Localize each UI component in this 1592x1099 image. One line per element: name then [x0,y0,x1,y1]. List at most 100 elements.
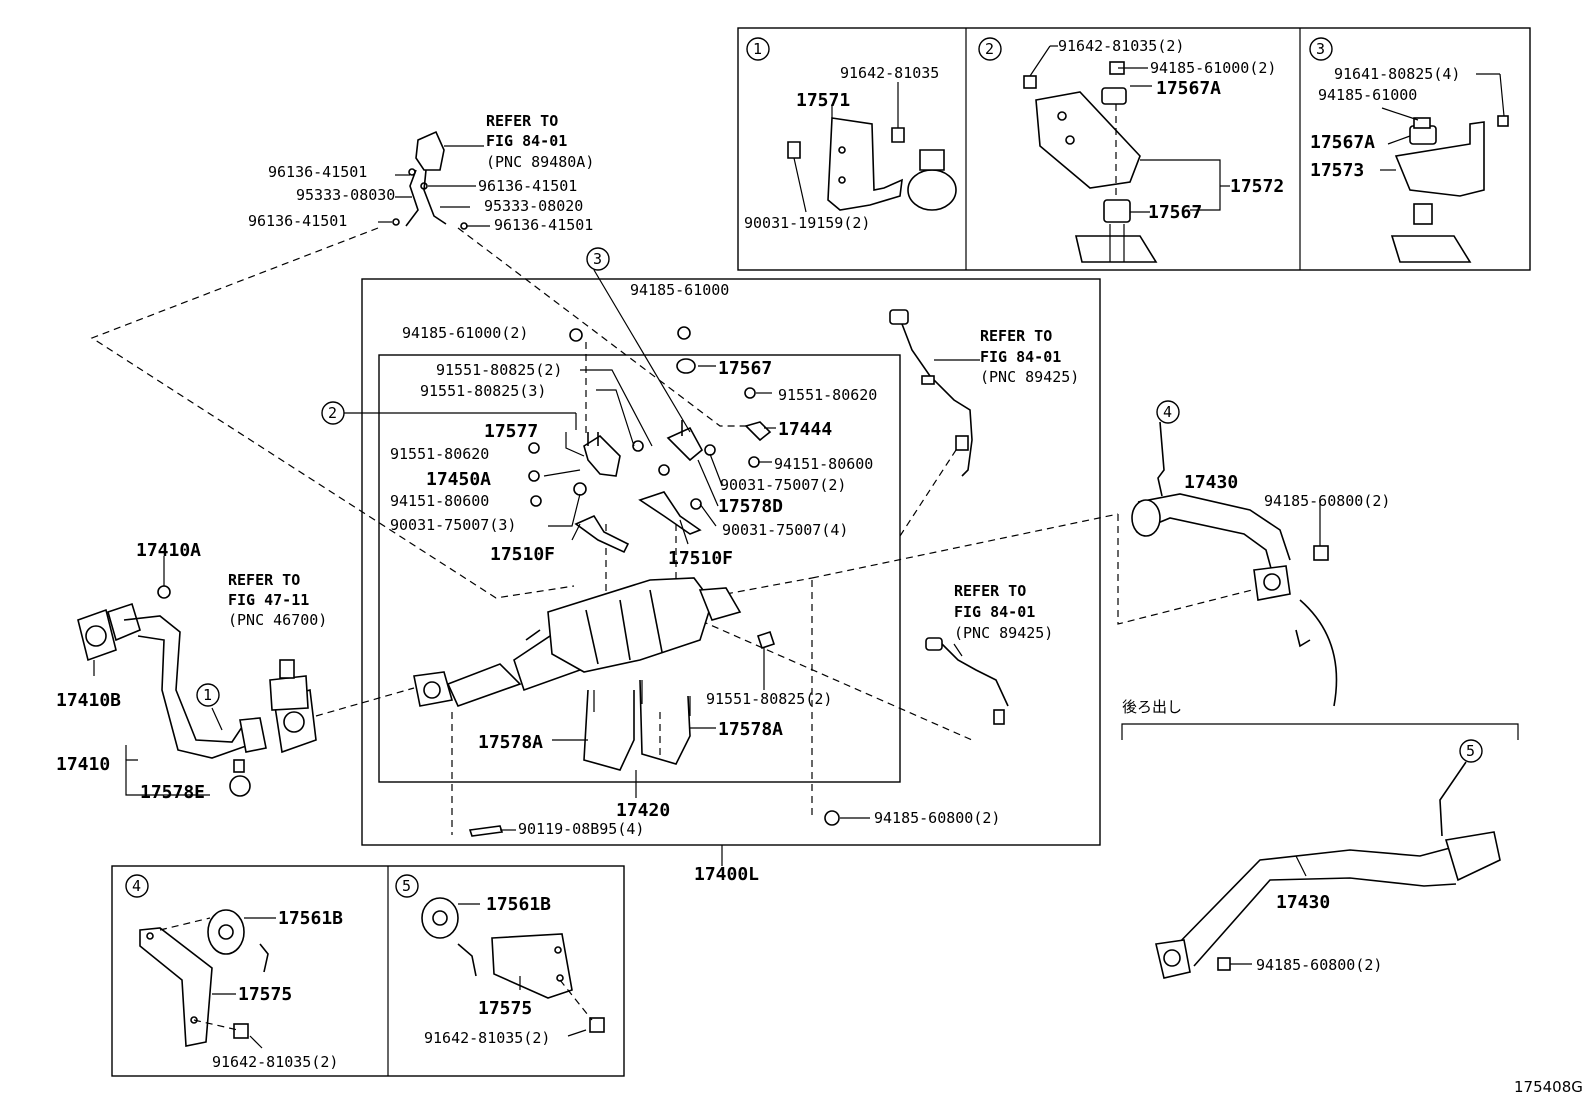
svg-text:5: 5 [402,877,411,895]
label-90031-75007-2: 90031-75007(2) [720,476,846,494]
callout-5-main: 5 [1459,739,1483,763]
label-90031-75007-3: 90031-75007(3) [390,516,516,534]
label-17420: 17420 [616,800,670,821]
part-labels: 91642-81035 17571 90031-19159(2) 91642-8… [56,37,1583,1096]
tail-pipe-17430-top [1131,421,1338,707]
refer-fig-84-01-a-2: FIG 84-01 [486,132,567,150]
refer-fig-47-11-1: REFER TO [228,571,300,589]
label-17510F-right: 17510F [668,548,733,569]
label-91551-80620-right: 91551-80620 [778,386,877,404]
refer-fig-84-01-c-1: REFER TO [954,582,1026,600]
label-17575-inset4: 17575 [238,984,292,1005]
label-91642-81035-inset5: 91642-81035(2) [424,1029,550,1047]
callout-1-inset: 1 [746,37,770,61]
svg-text:3: 3 [1316,40,1325,58]
label-17410A: 17410A [136,540,201,561]
label-17575-inset5: 17575 [478,998,532,1019]
inset-1-parts [787,82,957,213]
label-17567-inset2: 17567 [1148,202,1202,223]
refer-fig-84-01-c-3: (PNC 89425) [954,624,1053,642]
label-95333-08030: 95333-08030 [296,186,395,204]
label-rear-exit: 後ろ出し [1122,698,1182,716]
callout-2-inset: 2 [978,37,1002,61]
callout-5-inset: 5 [395,874,419,898]
label-91642-81035-inset4: 91642-81035(2) [212,1053,338,1071]
label-90119-08B95: 90119-08B95(4) [518,820,644,838]
refer-fig-84-01-a-1: REFER TO [486,112,558,130]
callout-4-main: 4 [1156,400,1180,424]
oxygen-sensor-upper [889,309,980,477]
label-90031-19159: 90031-19159(2) [744,214,870,232]
label-17567A-inset2: 17567A [1156,78,1221,99]
refer-fig-47-11-2: FIG 47-11 [228,591,309,609]
callout-circles: 1 2 3 4 5 3 2 1 4 5 [125,37,1483,898]
svg-text:5: 5 [1466,742,1475,760]
refer-fig-47-11-3: (PNC 46700) [228,611,327,629]
refer-fig-84-01-c-2: FIG 84-01 [954,603,1035,621]
label-17400L: 17400L [694,864,759,885]
svg-text:2: 2 [985,40,994,58]
label-17561B-inset4: 17561B [278,908,343,929]
inset-5-parts [421,897,605,1037]
label-91551-80825-2: 91551-80825(2) [436,361,562,379]
label-17577: 17577 [484,421,538,442]
label-94151-80600-right: 94151-80600 [774,455,873,473]
inset-3-parts [1380,73,1509,263]
inset-4-parts [139,909,276,1049]
refer-fig-84-01-a-3: (PNC 89480A) [486,153,594,171]
refer-fig-84-01-b-2: FIG 84-01 [980,348,1061,366]
assembly-frame-17400L [361,278,1101,846]
callout-3-main: 3 [586,247,610,271]
label-91641-80825: 91641-80825(4) [1334,65,1460,83]
label-91551-80825-2b: 91551-80825(2) [706,690,832,708]
refer-fig-84-01-b-3: (PNC 89425) [980,368,1079,386]
label-94185-61000-inset3: 94185-61000 [1318,86,1417,104]
label-96136-41501-b: 96136-41501 [478,177,577,195]
label-17571: 17571 [796,90,850,111]
label-94185-61000-2: 94185-61000(2) [402,324,528,342]
callout-1-main: 1 [196,683,220,707]
inset-2-parts [1023,45,1230,263]
rear-exit-bracket [1121,723,1519,740]
svg-text:1: 1 [203,686,212,704]
label-96136-41501-d: 96136-41501 [494,216,593,234]
svg-text:2: 2 [328,404,337,422]
label-96136-41501-a: 96136-41501 [268,163,367,181]
svg-text:3: 3 [593,250,602,268]
vacuum-switch-group [378,130,490,230]
callout-2-main: 2 [321,401,345,425]
svg-text:4: 4 [132,877,141,895]
label-17572: 17572 [1230,176,1284,197]
inset-frame-top [737,27,1531,271]
label-91642-81035-inset2: 91642-81035(2) [1058,37,1184,55]
figure-id: 175408G [1514,1078,1583,1096]
callout-4-inset: 4 [125,874,149,898]
label-94185-61000-inset2: 94185-61000(2) [1150,59,1276,77]
front-pipe-17410 [77,585,317,797]
label-17510F-left: 17510F [490,544,555,565]
label-91551-80825-3: 91551-80825(3) [420,382,546,400]
leader-lines [344,269,1321,965]
label-17561B-inset5: 17561B [486,894,551,915]
oxygen-sensor-lower [925,637,1009,725]
tail-pipe-17430-bottom [1155,761,1501,979]
label-91551-80620-left: 91551-80620 [390,445,489,463]
svg-text:1: 1 [753,40,762,58]
callout-3-inset: 3 [1309,37,1333,61]
label-17430-bottom: 17430 [1276,892,1330,913]
label-17430-top: 17430 [1184,472,1238,493]
label-17573: 17573 [1310,160,1364,181]
label-90031-75007-4: 90031-75007(4) [722,521,848,539]
label-17578E: 17578E [140,782,205,803]
label-17578D: 17578D [718,496,783,517]
label-94185-60800-top: 94185-60800(2) [1264,492,1390,510]
label-91642-81035-inset1: 91642-81035 [840,64,939,82]
label-17578A-left: 17578A [478,732,543,753]
label-17567A-inset3: 17567A [1310,132,1375,153]
inset-frame-bottom [111,865,625,1077]
label-17578A-right: 17578A [718,719,783,740]
label-17567: 17567 [718,358,772,379]
refer-fig-84-01-b-1: REFER TO [980,327,1052,345]
front-pipe-leaders [93,556,415,796]
